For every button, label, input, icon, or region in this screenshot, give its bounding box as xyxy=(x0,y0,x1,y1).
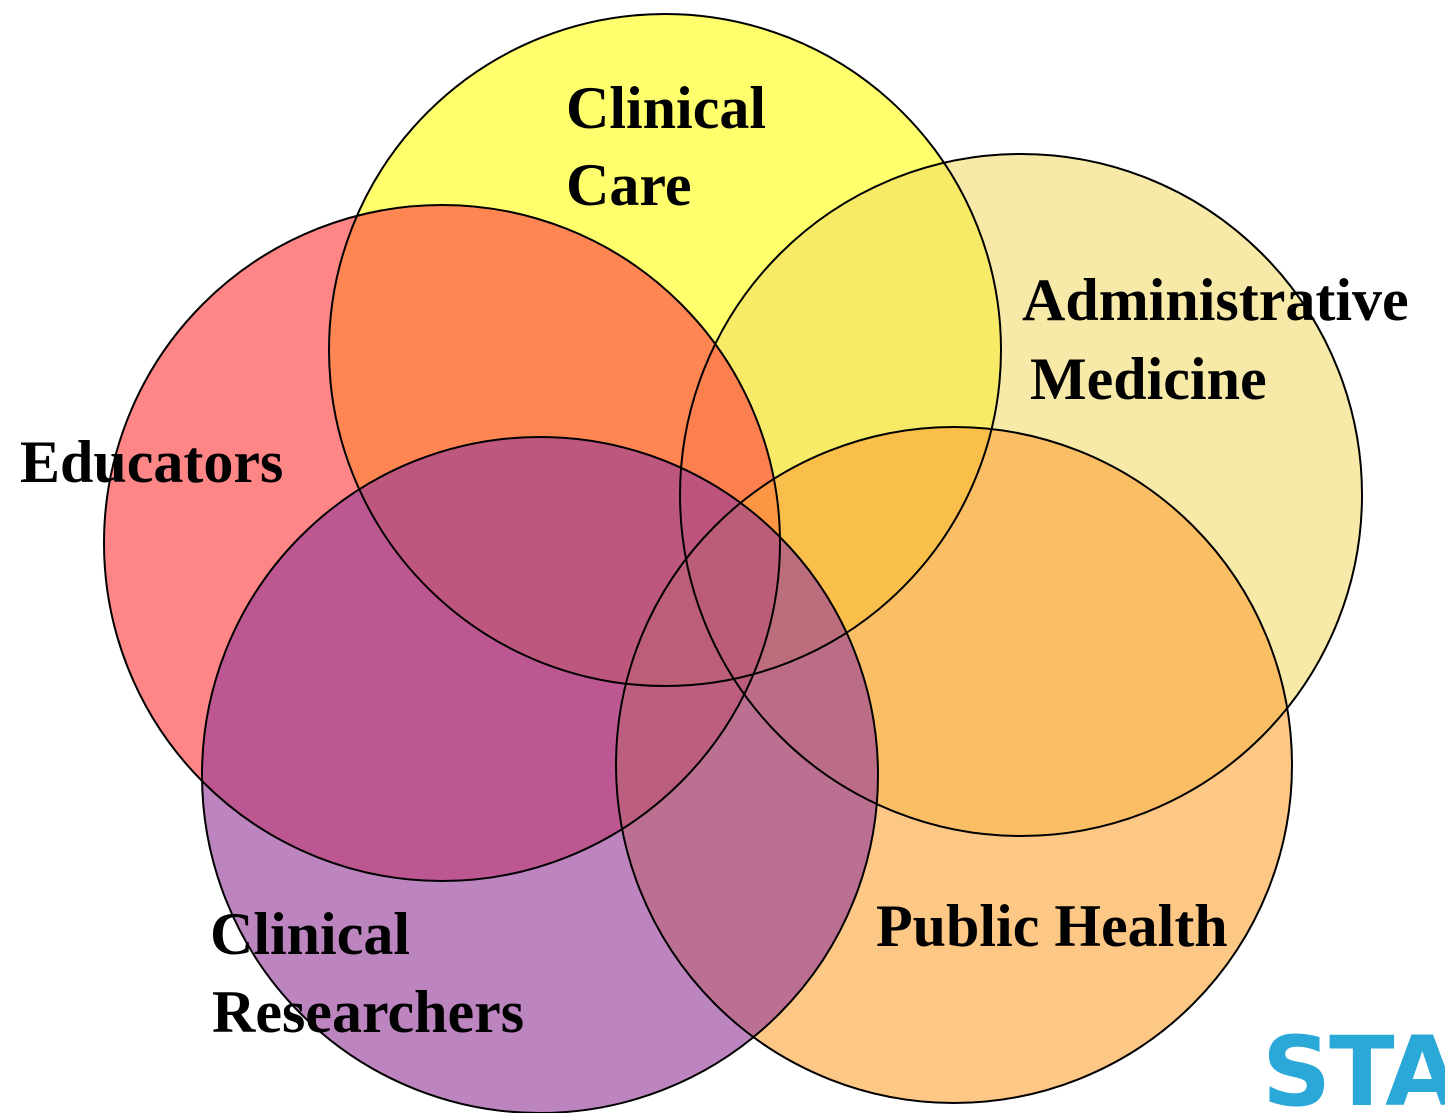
label-administrative-medicine-line-1: Administrative xyxy=(1022,267,1409,333)
label-clinical-care: Clinical Care xyxy=(566,75,766,218)
label-public-health: Public Health xyxy=(876,893,1228,959)
label-clinical-researchers-line-2: Researchers xyxy=(212,979,524,1045)
label-administrative-medicine-line-2: Medicine xyxy=(1030,346,1267,412)
label-educators: Educators xyxy=(20,429,283,495)
label-educators-line-1: Educators xyxy=(20,429,283,495)
label-clinical-care-line-1: Clinical xyxy=(566,75,766,141)
venn-circle-outlines xyxy=(103,13,1363,1113)
label-public-health-line-1: Public Health xyxy=(876,893,1228,959)
label-clinical-researchers: Clinical Researchers xyxy=(210,901,524,1045)
venn-circles xyxy=(104,14,1362,1113)
circle-outline-clinical-care xyxy=(328,13,1002,687)
circle-outline-clinical-researchers xyxy=(201,436,879,1113)
circle-outline-educators xyxy=(103,204,781,882)
circle-clinical-researchers xyxy=(202,437,878,1113)
label-clinical-care-line-2: Care xyxy=(566,152,692,218)
logo: STA xyxy=(1262,1016,1445,1113)
circle-outline-public-health xyxy=(615,426,1293,1104)
circle-outline-administrative-medicine xyxy=(679,153,1363,837)
label-administrative-medicine: Administrative Medicine xyxy=(1022,267,1409,412)
label-clinical-researchers-line-1: Clinical xyxy=(210,901,410,967)
